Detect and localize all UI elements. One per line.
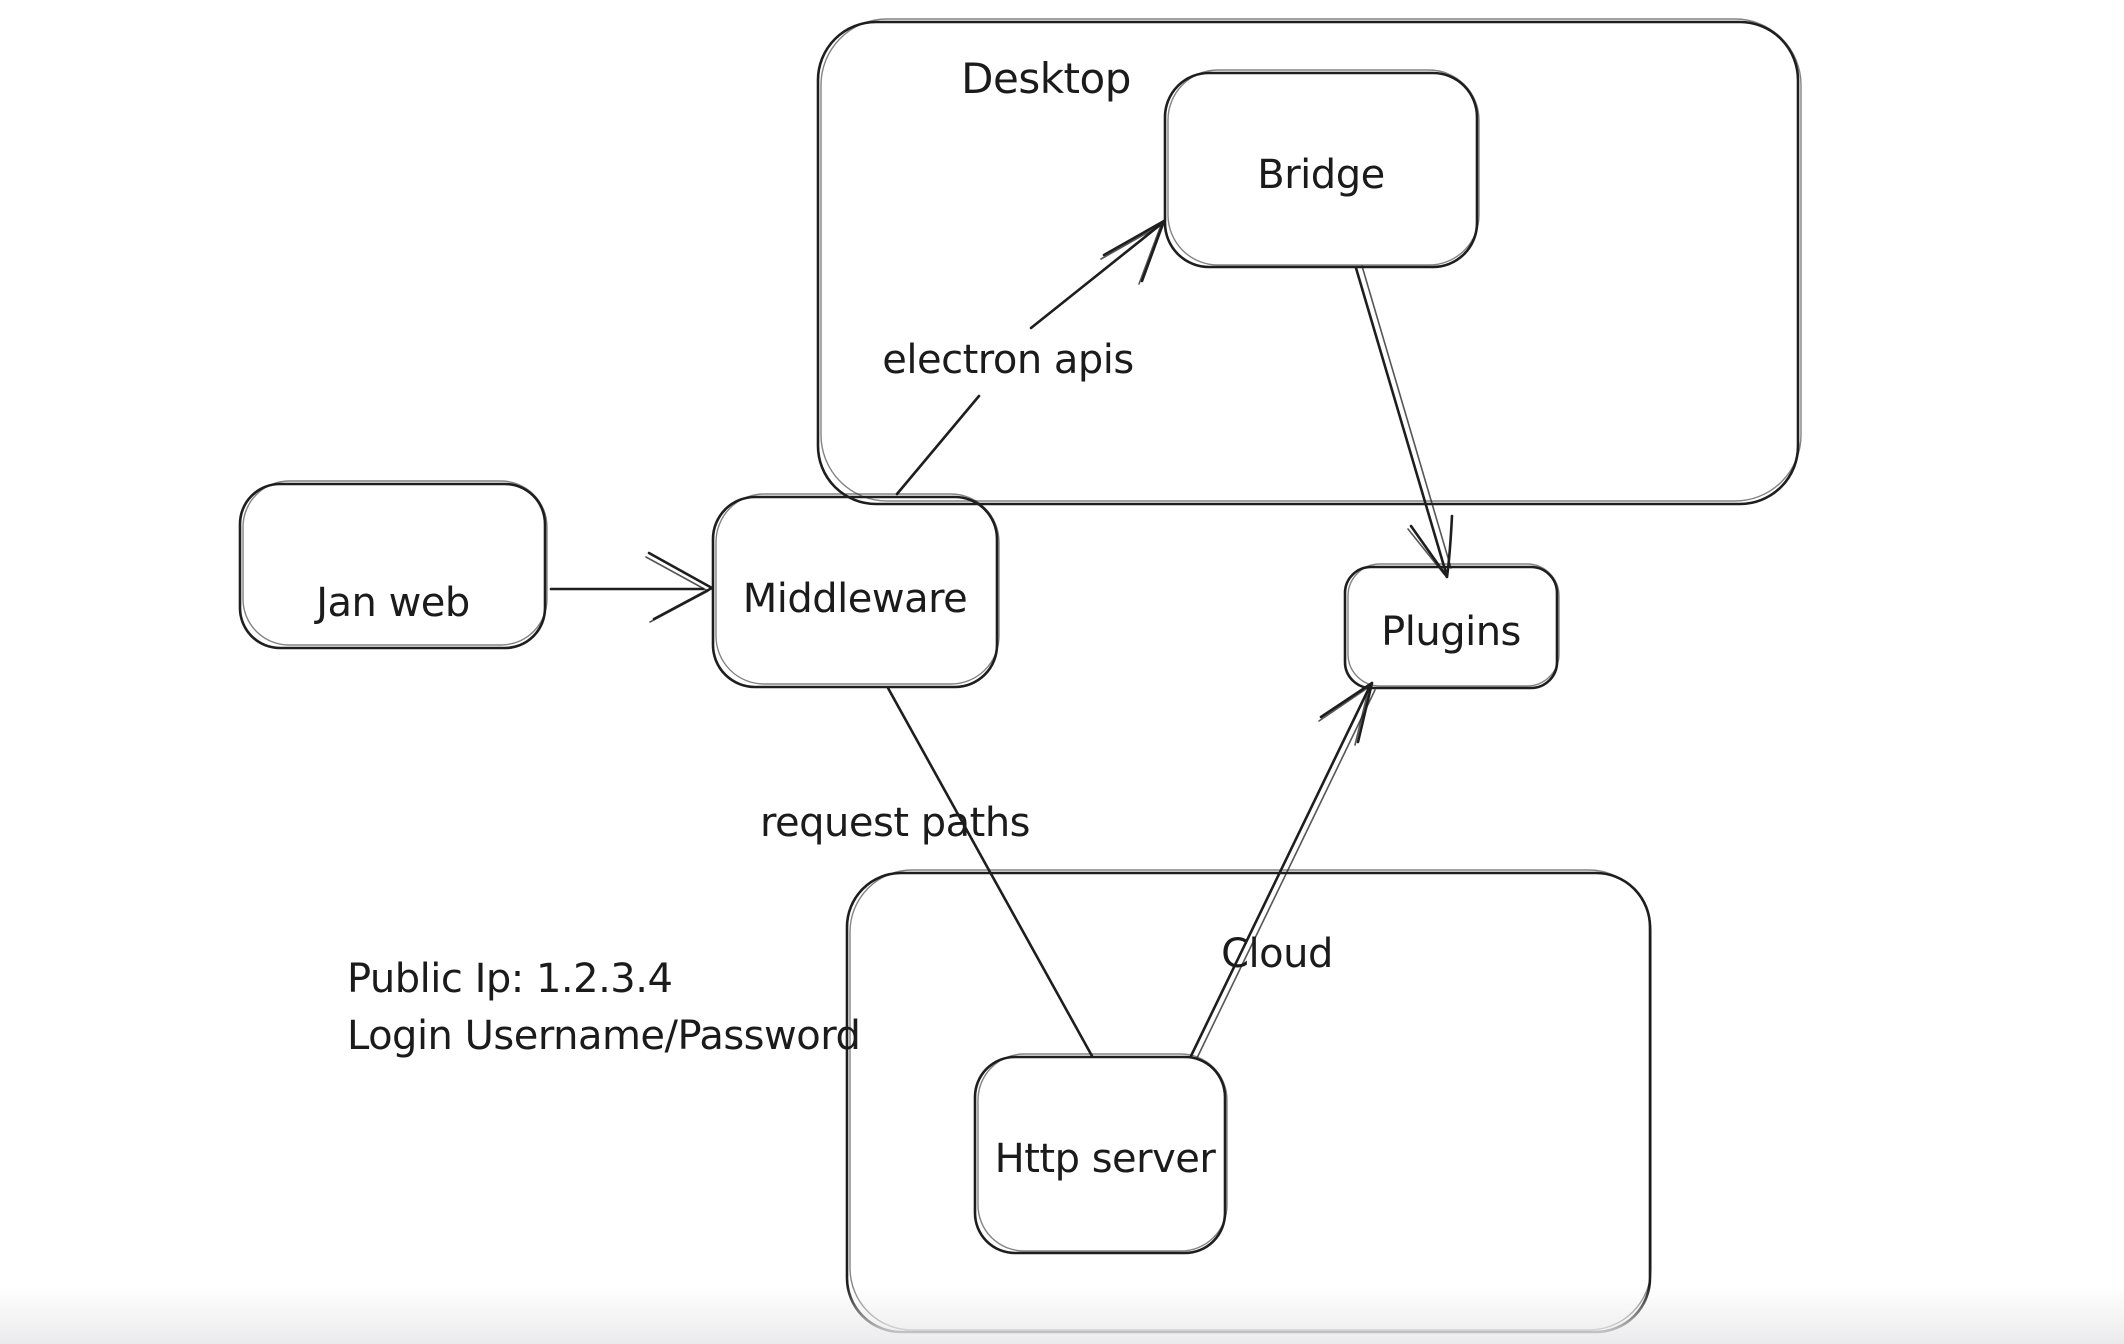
desktop-container-box-echo xyxy=(820,18,1802,502)
edge-janweb-middleware-arrowhead-echo xyxy=(645,556,709,623)
node-middleware[interactable]: Middleware xyxy=(711,493,1000,689)
jan-web-box-echo xyxy=(242,480,548,646)
annotation-credentials[interactable]: Public Ip: 1.2.3.4 Login Username/Passwo… xyxy=(347,956,861,1059)
middleware-box[interactable] xyxy=(711,495,999,689)
edge-httpserver-plugins-shaft-echo xyxy=(1196,689,1376,1059)
annotation-public-ip[interactable]: Public Ip: 1.2.3.4 xyxy=(347,956,673,1002)
bridge-label[interactable]: Bridge xyxy=(1257,152,1385,198)
edge-label-electron-apis[interactable]: electron apis xyxy=(882,337,1134,383)
cloud-container[interactable]: Cloud xyxy=(845,869,1652,1334)
edge-httpserver-plugins-arrowhead xyxy=(1319,681,1374,744)
jan-web-box[interactable] xyxy=(238,482,547,650)
edge-middleware-bridge[interactable] xyxy=(895,219,1166,496)
edge-middleware-bridge-arrowhead xyxy=(1102,219,1166,283)
edge-bridge-plugins-arrowhead xyxy=(1409,514,1454,579)
node-plugins[interactable]: Plugins xyxy=(1343,563,1560,690)
node-jan-web[interactable]: Jan web xyxy=(238,480,548,650)
edge-middleware-bridge-shaft-upper[interactable] xyxy=(1029,223,1162,330)
jan-web-label[interactable]: Jan web xyxy=(313,580,470,626)
edge-httpserver-plugins-shaft[interactable] xyxy=(1189,684,1372,1058)
edge-label-request-paths[interactable]: request paths xyxy=(760,800,1031,846)
edge-bridge-plugins-shaft[interactable] xyxy=(1354,266,1448,575)
edge-middleware-bridge-shaft-lower[interactable] xyxy=(895,394,981,496)
bridge-box-echo xyxy=(1167,69,1480,266)
middleware-box-echo xyxy=(715,493,1000,685)
cloud-container-label[interactable]: Cloud xyxy=(1221,931,1333,977)
edge-janweb-middleware[interactable] xyxy=(549,551,714,623)
annotation-login[interactable]: Login Username/Password xyxy=(347,1013,861,1059)
plugins-box-echo xyxy=(1347,563,1560,687)
node-bridge[interactable]: Bridge xyxy=(1163,69,1480,269)
edge-janweb-middleware-arrowhead xyxy=(647,551,714,621)
edge-bridge-plugins-shaft-echo xyxy=(1361,265,1452,569)
edge-bridge-plugins[interactable] xyxy=(1354,265,1454,579)
desktop-container[interactable]: Desktop xyxy=(816,18,1802,506)
desktop-container-label[interactable]: Desktop xyxy=(961,54,1131,103)
edge-middleware-httpserver-shaft[interactable] xyxy=(886,686,1094,1058)
edge-middleware-httpserver[interactable] xyxy=(886,686,1094,1058)
middleware-label[interactable]: Middleware xyxy=(743,576,968,622)
edge-httpserver-plugins[interactable] xyxy=(1189,681,1376,1059)
edge-middleware-bridge-arrowhead-echo xyxy=(1100,224,1162,285)
desktop-container-box[interactable] xyxy=(816,20,1800,506)
http-server-box-echo xyxy=(977,1053,1228,1252)
http-server-box[interactable] xyxy=(973,1055,1227,1255)
plugins-label[interactable]: Plugins xyxy=(1381,609,1521,655)
bridge-box[interactable] xyxy=(1163,71,1479,269)
plugins-box[interactable] xyxy=(1343,565,1559,690)
edge-httpserver-plugins-arrowhead-echo xyxy=(1318,686,1370,746)
http-server-label[interactable]: Http server xyxy=(995,1136,1217,1182)
node-http-server[interactable]: Http server xyxy=(973,1053,1228,1255)
